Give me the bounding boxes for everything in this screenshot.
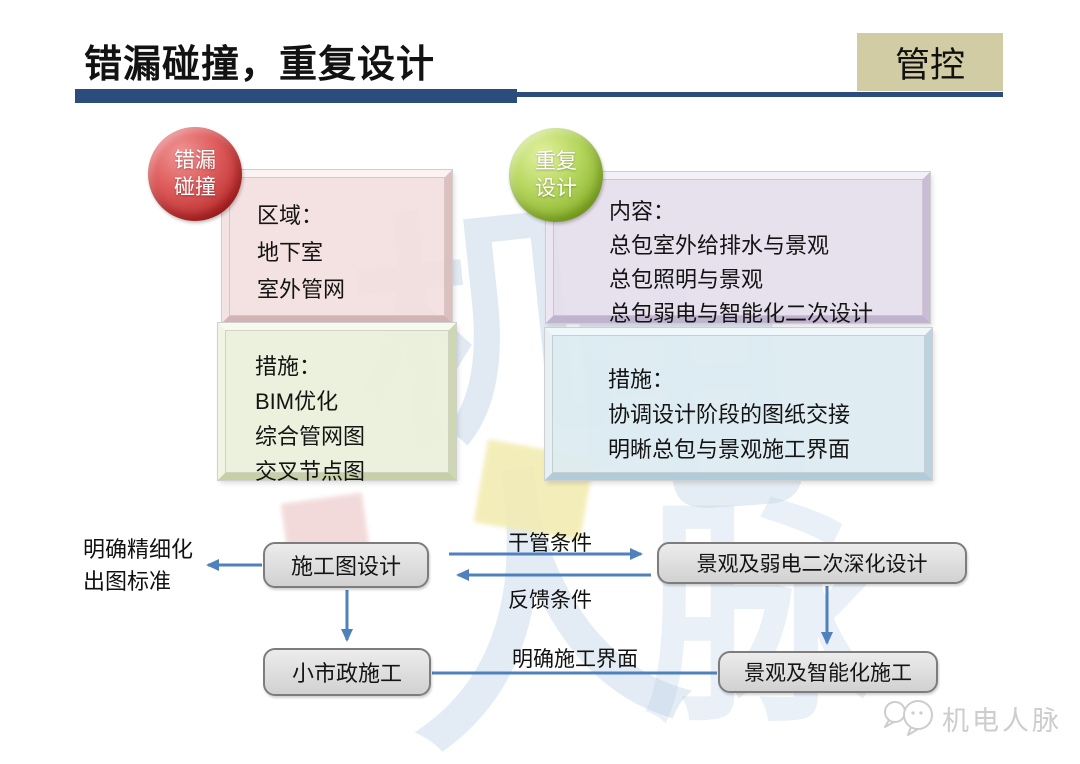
flow-node-deepening: 景观及弱电二次深化设计 — [657, 542, 967, 584]
error-badge-line2: 碰撞 — [174, 176, 216, 199]
repeat-design-badge: 重复 设计 — [509, 128, 603, 222]
measures-left-item: BIM优化 — [255, 389, 339, 414]
measures-right-item: 明晰总包与景观施工界面 — [608, 437, 851, 462]
flow-node-municipal: 小市政施工 — [263, 648, 431, 696]
wechat-bubbles-icon — [884, 700, 933, 736]
content-panel: 内容： 总包室外给排水与景观 总包照明与景观 总包弱电与智能化二次设计 — [546, 172, 930, 326]
measures-left-heading: 措施： — [255, 354, 322, 379]
flow-node-landscape: 景观及智能化施工 — [718, 651, 938, 693]
title-underline-thin — [517, 92, 1003, 97]
error-badge-line1: 错漏 — [174, 149, 216, 172]
region-panel: 区域： 地下室 室外管网 — [222, 170, 452, 323]
annotation-line2: 出图标准 — [83, 569, 172, 594]
repeat-badge-line1: 重复 — [535, 150, 577, 173]
error-collision-badge: 错漏 碰撞 — [148, 127, 242, 221]
measures-left-panel: 措施： BIM优化 综合管网图 交叉节点图 — [218, 323, 456, 484]
region-item: 室外管网 — [257, 277, 346, 302]
measures-left-item: 综合管网图 — [255, 424, 366, 449]
content-item: 总包照明与景观 — [609, 267, 764, 292]
measures-right-heading: 措施： — [608, 367, 675, 392]
measures-right-panel: 措施： 协调设计阶段的图纸交接 明晰总包与景观施工界面 — [545, 328, 932, 480]
annotation-output-standard: 明确精细化 出图标准 — [83, 534, 193, 598]
content-item: 总包弱电与智能化二次设计 — [609, 301, 874, 326]
edge-label-forward: 干管条件 — [508, 532, 592, 555]
brand-logo-text: 机电人脉 — [942, 705, 1062, 736]
brand-logo: 机电人脉 — [880, 696, 1062, 740]
slide-title: 错漏碰撞，重复设计 — [84, 44, 436, 86]
title-underline-thick — [75, 89, 517, 103]
region-heading: 区域： — [257, 203, 324, 228]
repeat-badge-line2: 设计 — [535, 177, 577, 200]
flow-node-design: 施工图设计 — [263, 542, 429, 588]
measures-left-item: 交叉节点图 — [255, 459, 366, 484]
edge-label-feedback: 反馈条件 — [508, 589, 592, 612]
region-item: 地下室 — [257, 240, 324, 265]
control-tag: 管控 — [857, 33, 1003, 91]
measures-right-item: 协调设计阶段的图纸交接 — [608, 402, 851, 427]
edge-label-interface: 明确施工界面 — [512, 648, 638, 671]
content-item: 总包室外给排水与景观 — [609, 233, 830, 258]
annotation-line1: 明确精细化 — [83, 537, 194, 562]
content-heading: 内容： — [609, 199, 676, 224]
